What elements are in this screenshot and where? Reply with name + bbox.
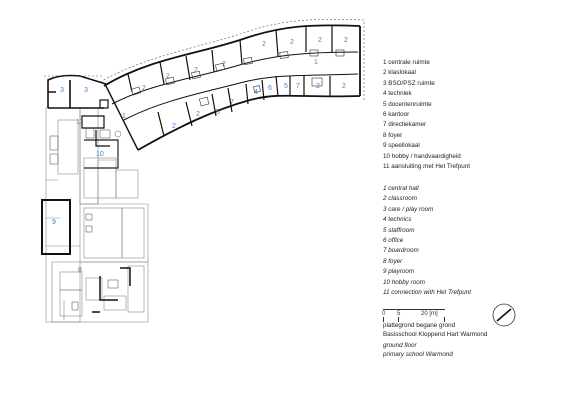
caption-line: primary school Warmond [383,350,453,358]
scale-label-start: 0 [382,311,386,317]
caption: plattegrond begane grond Basisschool Klo… [383,322,487,359]
label-classroom: 2 [196,111,200,118]
label-playroom: 9 [52,219,56,226]
label-office: 6 [268,85,272,92]
legend-item: 3 BSO/PSZ ruimte [383,79,435,87]
legend-item: 6 kantoor [383,111,410,119]
legend-dutch: 1 centrale ruimte 2 klaslokaal 3 BSO/PSZ… [383,58,470,172]
caption-line: Basisschool Kloppend Hart Warmond [383,330,488,338]
hobby-room [84,139,119,169]
label-technics: 4 [254,89,258,96]
legend-item: 9 playroom [383,268,415,276]
scale-tick [398,317,399,322]
foyer-walls [92,267,131,313]
legend-item: 7 boardroom [383,247,419,255]
legend-item: 8 foyer [383,131,403,139]
room-labels: 1 1 2 2 2 2 2 2 2 2 2 2 2 2 3 3 4 5 6 7 … [52,37,348,274]
label-classroom: 2 [222,61,226,68]
label-staffroom: 5 [284,83,288,90]
scale-tick [383,317,384,322]
caption-line: ground floor [383,342,417,350]
legend-item: 7 directiekamer [383,121,427,129]
legend-item: 5 staffroom [383,226,415,234]
care-rooms-walls [47,74,107,109]
legend-item: 2 klaslokaal [383,69,416,77]
label-classroom: 2 [290,39,294,46]
legend-item: 9 speellokaal [383,142,420,150]
scale-line [383,304,445,310]
label-classroom: 2 [142,85,146,92]
connection-walls [81,99,110,147]
south-wing-details [49,127,119,311]
legend-item: 11 connection with Het Trefpunt [383,289,471,297]
scale-label-mid: 5 [397,311,401,317]
label-classroom: 2 [166,73,170,80]
caption-line: plattegrond begane grond [383,322,456,329]
legend-item: 11 aansluiting met Het Trefpunt [383,163,471,171]
legend-english: 1 central hall 2 classroom 3 care / play… [383,184,471,298]
legend-item: 5 docentenruimte [383,100,432,108]
roof-outline [44,19,365,100]
legend-item: 10 hobby room [383,278,426,286]
legend-item: 2 classroom [383,195,417,203]
legend-item: 6 office [383,237,404,245]
main-wing-walls [103,24,361,151]
label-boardroom: 7 [296,83,300,90]
south-wing [45,107,149,323]
scale-bar: 0 5 20 [m] [382,304,453,322]
north-partitions [127,26,333,93]
legend-item: 4 technics [383,216,412,224]
north-arrow-icon [492,303,516,327]
legend-item: 4 techniek [383,90,412,98]
label-foyer: 8 [78,267,82,274]
label-classroom: 2 [194,67,198,74]
label-classroom: 2 [172,123,176,130]
legend-item: 1 central hall [383,185,419,192]
label-classroom: 2 [262,41,266,48]
label-central-hall-east: 1 [314,59,318,66]
legend-item: 10 hobby / handvaardigheid [383,152,461,160]
south-partitions [157,75,331,137]
label-care-room: 3 [84,87,88,94]
corridor-details [130,49,345,107]
label-care-room: 3 [60,87,64,94]
scale-label-end: 20 [m] [421,311,438,317]
legend-item: 3 care / play room [383,205,434,213]
label-central-hall-west: 1 [122,113,126,120]
label-boardroom: 7 [230,99,234,106]
label-office: 5 [216,109,220,116]
label-classroom: 2 [318,37,322,44]
playroom-walls [41,199,71,255]
label-hobby-room: 10 [96,151,104,158]
legend-item: 8 foyer [383,257,403,265]
label-classroom: 2 [344,37,348,44]
label-classroom: 2 [342,83,346,90]
scale-tick [444,317,445,322]
label-connection: 11 [76,119,83,126]
legend-item: 1 centrale ruimte [383,59,430,66]
label-classroom: 2 [316,83,320,90]
